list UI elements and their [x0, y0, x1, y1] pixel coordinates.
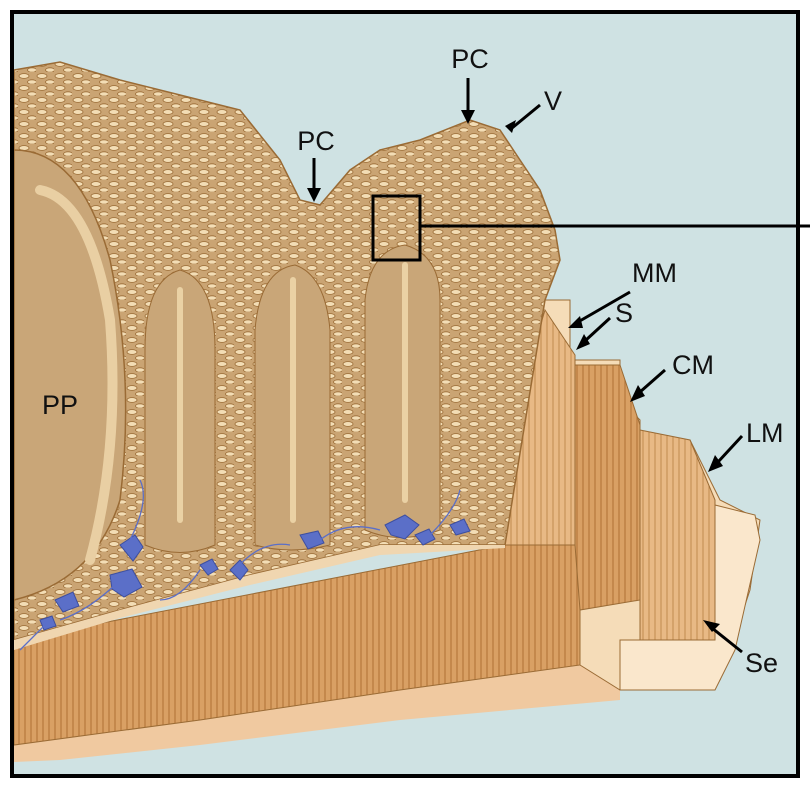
label-pc-left: PC [297, 126, 335, 156]
label-s: S [615, 298, 633, 328]
label-lm: LM [746, 418, 784, 448]
label-pp: PP [42, 390, 78, 420]
label-pc-top: PC [451, 44, 489, 74]
label-se: Se [745, 648, 778, 678]
label-v: V [544, 86, 562, 116]
label-cm: CM [672, 350, 714, 380]
label-mm: MM [632, 258, 677, 288]
